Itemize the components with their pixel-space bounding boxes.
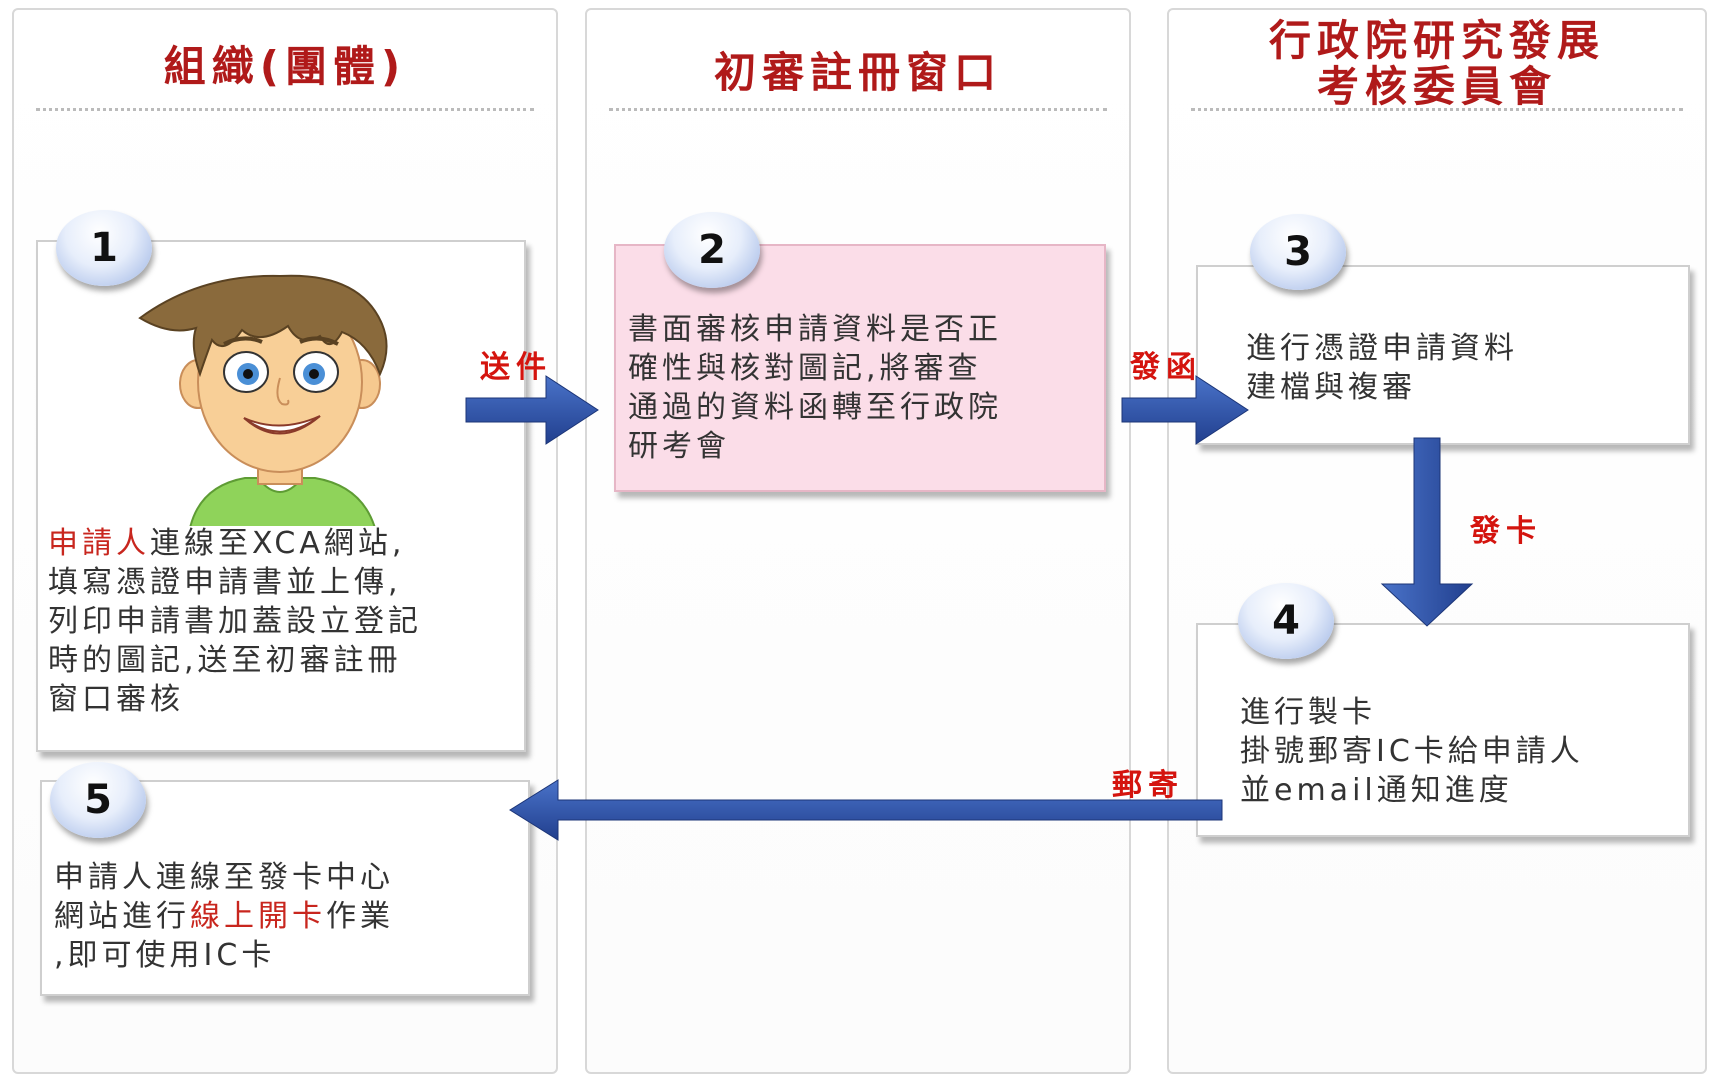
arrow-3-to-4 bbox=[1380, 437, 1474, 627]
step-1-text-line3: 列印申請書加蓋設立登記 bbox=[48, 604, 422, 639]
lane-divider bbox=[36, 108, 534, 111]
step-1-marker: 1 bbox=[56, 210, 152, 286]
lane-title-rdec-line1: 行政院研究發展 bbox=[1268, 16, 1605, 65]
step-4-text-line2: 掛號郵寄IC卡給申請人 bbox=[1240, 734, 1584, 769]
step-3-box: 進行憑證申請資料 建檔與複審 bbox=[1196, 265, 1690, 445]
step-3-text-line1: 進行憑證申請資料 bbox=[1246, 331, 1518, 366]
edge-label-issue-card: 發卡 bbox=[1470, 514, 1542, 549]
step-1-line1-rest: 連線至XCA網站, bbox=[150, 526, 406, 561]
lane-title-organization: 組織(團體) bbox=[163, 42, 407, 91]
edge-label-send-documents: 送件 bbox=[480, 350, 552, 385]
edge-label-mail: 郵寄 bbox=[1112, 768, 1184, 803]
step-1-text-line5: 窗口審核 bbox=[48, 682, 184, 717]
step-2-text-line2: 確性與核對圖記,將審查 bbox=[628, 351, 982, 386]
step-5-text-line2: 網站進行線上開卡作業 bbox=[54, 897, 394, 936]
step-1-text-line2: 填寫憑證申請書並上傳, bbox=[48, 565, 402, 600]
step-5-text-line3: ,即可使用IC卡 bbox=[54, 938, 276, 973]
step-2-marker: 2 bbox=[664, 212, 760, 288]
step-5-text-line1: 申請人連線至發卡中心 bbox=[54, 860, 394, 895]
step-2-text-line3: 通過的資料函轉至行政院 bbox=[628, 390, 1002, 425]
lane-divider bbox=[609, 108, 1107, 111]
step-1-text-line4: 時的圖記,送至初審註冊 bbox=[48, 643, 402, 678]
step-2-text-line1: 書面審核申請資料是否正 bbox=[628, 312, 1002, 347]
step-5-marker: 5 bbox=[50, 762, 146, 838]
arrow-4-to-5 bbox=[509, 779, 1223, 841]
step-4-marker: 4 bbox=[1238, 583, 1334, 659]
lane-title-rdec-line2: 考核委員會 bbox=[1316, 62, 1557, 111]
step-3-marker: 3 bbox=[1250, 214, 1346, 290]
step-4-text-line3: 並email通知進度 bbox=[1240, 773, 1513, 808]
step-4-box: 進行製卡 掛號郵寄IC卡給申請人 並email通知進度 bbox=[1196, 623, 1690, 837]
step-1-text-line1: 申請人連線至XCA網站, bbox=[48, 524, 405, 563]
step-1-box: 申請人連線至XCA網站, 填寫憑證申請書並上傳, 列印申請書加蓋設立登記 時的圖… bbox=[36, 240, 526, 752]
lane-initial-registration: 初審註冊窗口 bbox=[585, 8, 1131, 1074]
lane-title-initial-registration: 初審註冊窗口 bbox=[713, 48, 1002, 97]
step-4-text-line1: 進行製卡 bbox=[1240, 695, 1376, 730]
online-activation-highlight: 線上開卡 bbox=[190, 899, 326, 934]
arrow-1-to-2 bbox=[465, 375, 599, 445]
step-2-text-line4: 研考會 bbox=[628, 429, 730, 464]
arrow-2-to-3 bbox=[1121, 375, 1249, 445]
step-5-line2-pre: 網站進行 bbox=[54, 899, 190, 934]
step-5-line2-post: 作業 bbox=[326, 899, 394, 934]
lane-divider bbox=[1191, 108, 1683, 111]
cartoon-boy-icon bbox=[138, 274, 388, 526]
step-3-text-line2: 建檔與複審 bbox=[1246, 370, 1416, 405]
edge-label-send-letter: 發函 bbox=[1130, 350, 1202, 385]
applicant-highlight: 申請人 bbox=[48, 526, 150, 561]
